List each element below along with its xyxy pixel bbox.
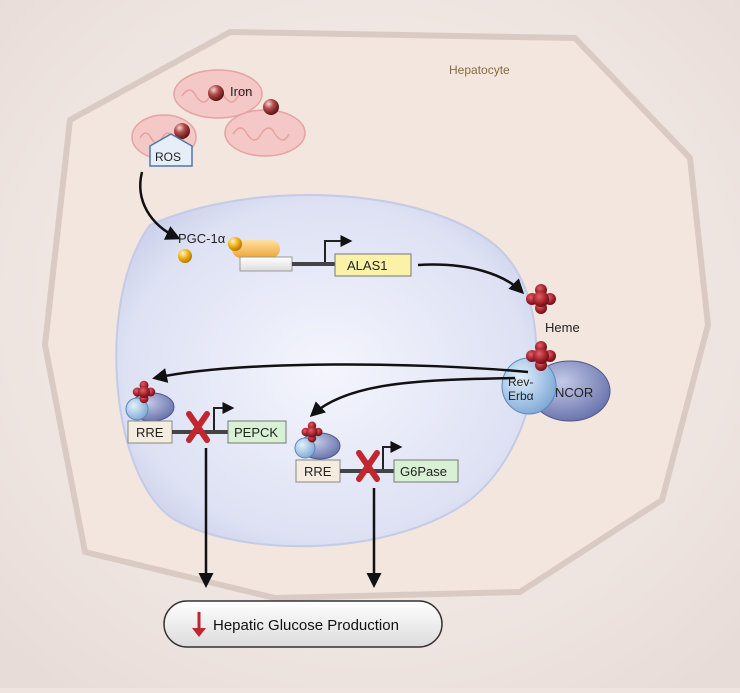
block-x-icon [186,411,210,443]
ros-label: ROS [155,150,181,164]
alas1-label: ALAS1 [347,258,387,273]
reverb-small [125,397,149,421]
iron-label: Iron [230,84,252,99]
output-capsule [163,600,443,648]
iron-ball-icon [174,123,190,139]
promoter-arrow-icon [213,402,235,430]
promoter-region [239,256,293,272]
complex-to-pepck-arrow [152,363,529,383]
hepatocyte-label: Hepatocyte [449,63,510,77]
pepck-box [227,420,287,444]
pgc1a-label: PGC-1α [178,231,226,246]
ncor-label: NCOR [555,385,593,400]
pgc1a-ball-icon [228,237,242,251]
down-arrow-icon [192,612,206,637]
rre-label-1: RRE [136,425,164,440]
complex-to-g6pase-arrow [309,376,516,418]
coactivator-capsule [232,240,280,258]
pepck-label: PEPCK [234,425,278,440]
mitochondrion [224,109,306,157]
iron-ball-icon [208,85,224,101]
alas1-to-heme-arrow [417,263,525,295]
reverb-label-line2: Erbα [508,389,534,403]
rre-label-2: RRE [304,464,332,479]
ros-box [149,133,193,167]
promoter-arrow-icon [324,235,353,262]
iron-ball-icon [263,99,279,115]
promoter-arrow-icon [382,441,403,469]
ros-to-pgc-arrow [139,171,181,240]
output-label: Hepatic Glucose Production [213,617,399,634]
nucleus [115,194,538,548]
pgc1a-ball-icon [178,249,192,263]
block-x-icon [356,450,380,482]
reverb-small [294,437,316,459]
g6pase-box [393,459,459,483]
g6pase-label: G6Pase [400,464,447,479]
heme-label: Heme [545,320,580,335]
alas1-box [334,253,412,277]
